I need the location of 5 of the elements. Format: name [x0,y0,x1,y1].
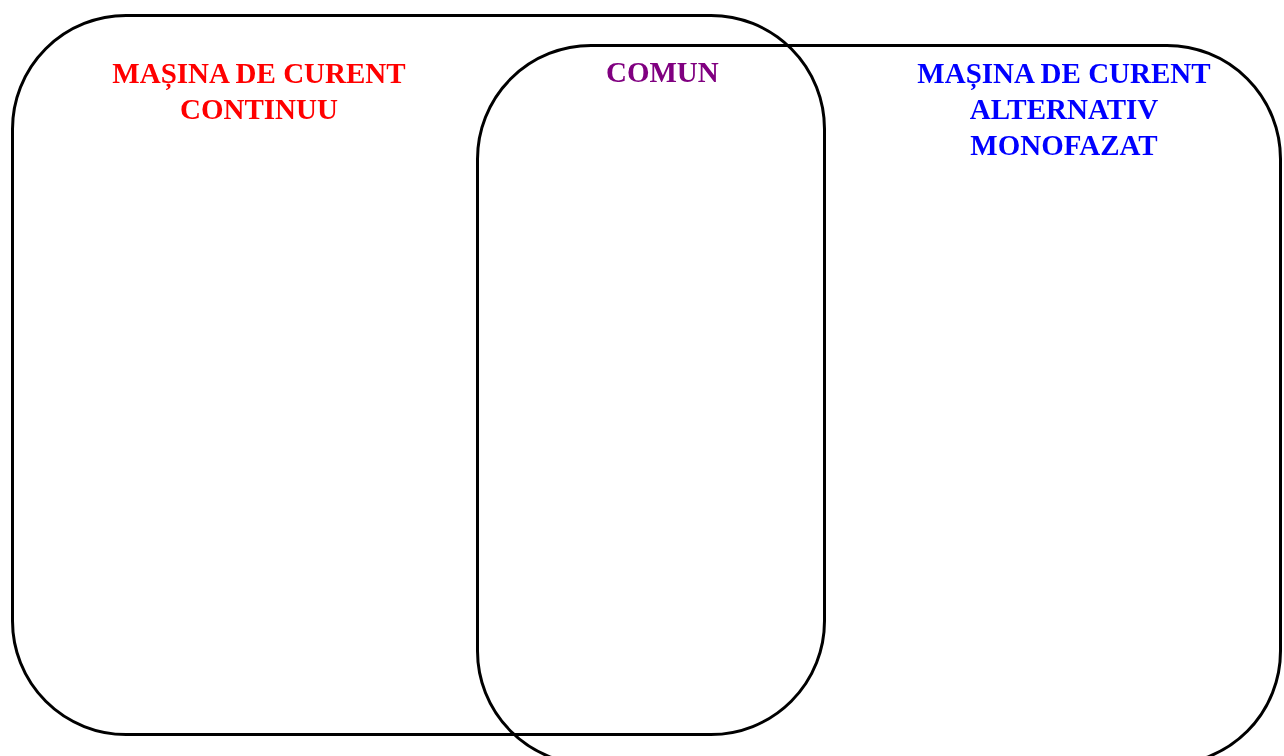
overlap-heading: COMUN [606,55,719,90]
set-heading: MAȘINA DE CURENT CONTINUU [111,56,407,127]
set-heading: MAȘINA DE CURENT ALTERNATIV MONOFAZAT [916,56,1212,163]
set-outline [476,44,1282,756]
set-outline [11,14,826,736]
